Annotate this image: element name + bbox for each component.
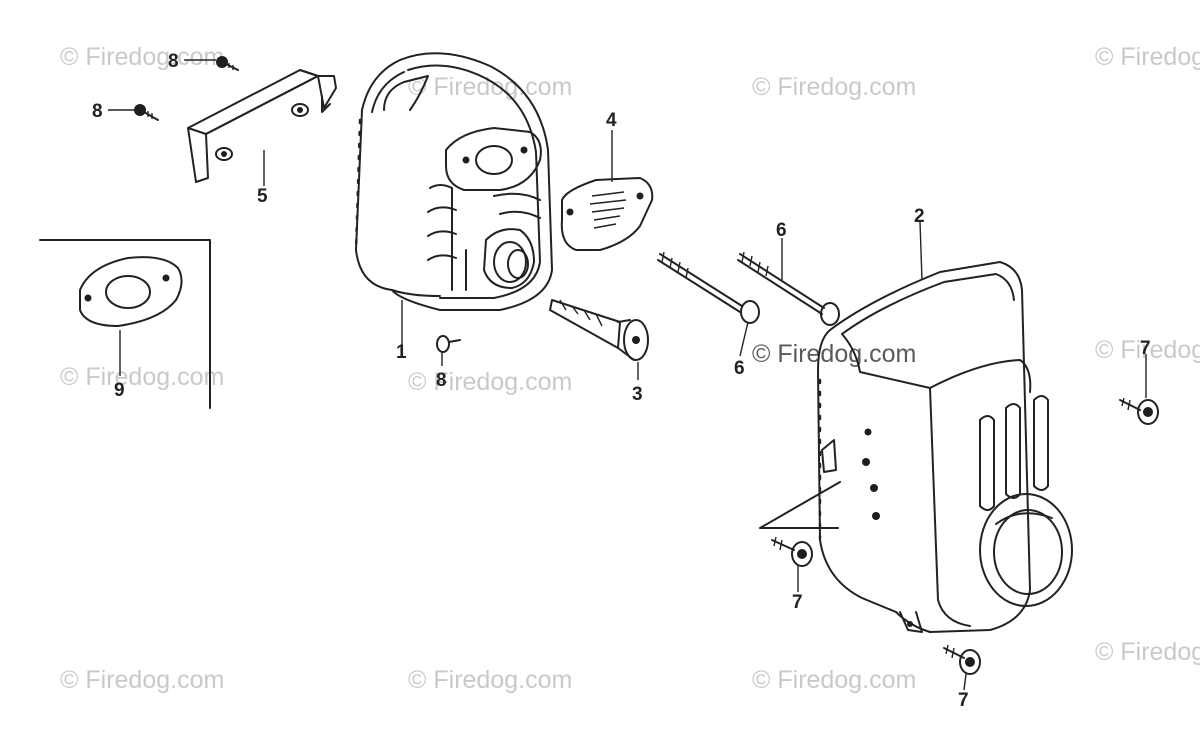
spark-arrester-part bbox=[549, 299, 649, 361]
watermark: © Firedog.com bbox=[408, 666, 572, 694]
long-bolt-6-lower bbox=[657, 251, 760, 324]
watermark: © Firedog.com bbox=[408, 368, 572, 396]
gasket-part bbox=[39, 239, 211, 409]
watermark: © Firedog.com bbox=[60, 363, 224, 391]
callout-3: 3 bbox=[632, 384, 643, 405]
callout-8: 8 bbox=[168, 51, 179, 72]
callout-1: 1 bbox=[396, 342, 407, 363]
watermark: © Firedog.com bbox=[60, 43, 224, 71]
watermark: © Firedog.com bbox=[752, 340, 916, 368]
watermark: © Firedog.com bbox=[1095, 336, 1200, 364]
watermark: © Firedog.com bbox=[1095, 638, 1200, 666]
bolt-8-top bbox=[216, 56, 239, 71]
muffler-body-part bbox=[354, 52, 553, 311]
bolt-7-mid bbox=[771, 536, 813, 567]
watermark: © Firedog.com bbox=[408, 73, 572, 101]
callout-6: 6 bbox=[734, 358, 745, 379]
protector-cover-part bbox=[759, 261, 1073, 633]
bolt-8-bottom bbox=[436, 335, 461, 353]
bolt-7-right bbox=[1119, 397, 1159, 425]
callout-layer: 8 8 5 9 1 8 4 3 6 6 2 7 7 7 bbox=[92, 51, 1151, 711]
callout-7: 7 bbox=[1140, 338, 1151, 359]
callout-5: 5 bbox=[257, 186, 268, 207]
bracket-part bbox=[187, 69, 337, 183]
plate-part bbox=[560, 177, 654, 251]
long-bolt-6-upper bbox=[737, 251, 840, 326]
watermark: © Firedog.com bbox=[60, 666, 224, 694]
callout-9: 9 bbox=[114, 380, 125, 401]
bolt-7-bottom bbox=[943, 644, 981, 675]
callout-7: 7 bbox=[792, 592, 803, 613]
callout-8: 8 bbox=[436, 370, 447, 391]
callout-2: 2 bbox=[914, 206, 925, 227]
watermark-layer: © Firedog.com © Firedog.com © Firedog.co… bbox=[60, 43, 1200, 694]
callout-7: 7 bbox=[958, 690, 969, 711]
watermark: © Firedog.com bbox=[1095, 43, 1200, 71]
bolt-8-left bbox=[134, 104, 159, 121]
watermark: © Firedog.com bbox=[752, 73, 916, 101]
watermark: © Firedog.com bbox=[752, 666, 916, 694]
callout-8: 8 bbox=[92, 101, 103, 122]
callout-6: 6 bbox=[776, 220, 787, 241]
callout-4: 4 bbox=[606, 110, 617, 131]
leader-lines bbox=[108, 59, 1147, 691]
